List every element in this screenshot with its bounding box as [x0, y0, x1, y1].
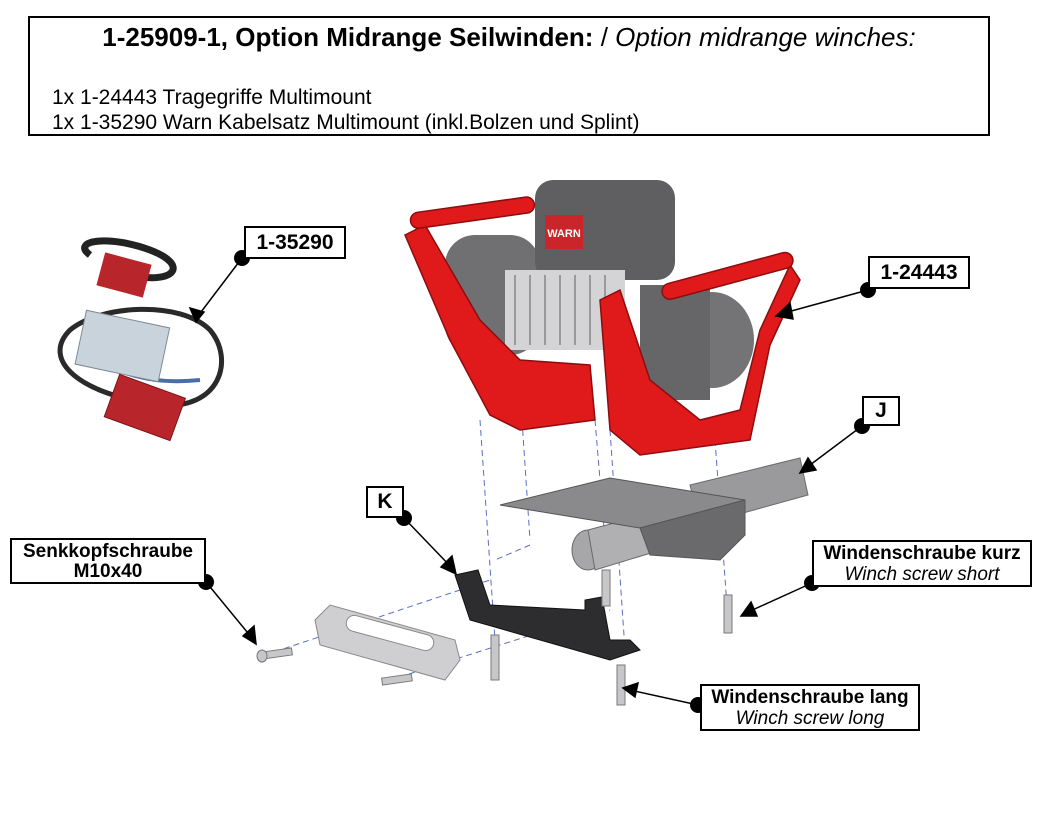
label-winch-screw-short: Windenschraube kurz Winch screw short [812, 540, 1032, 587]
label-short-german: Windenschraube kurz [823, 543, 1021, 564]
label-long-german: Windenschraube lang [711, 687, 909, 708]
bracket-image [454, 569, 641, 661]
fairlead-image [314, 604, 461, 681]
title-english: Option midrange winches: [615, 22, 916, 52]
label-short-english: Winch screw short [844, 564, 1000, 585]
label-winch-screw-long: Windenschraube lang Winch screw long [700, 684, 920, 731]
label-countersunk-line1: Senkkopfschraube [23, 541, 193, 562]
brand-logo: WARN [547, 228, 581, 240]
screws-image [256, 569, 733, 706]
title-separator: / [593, 22, 616, 52]
label-countersunk-screw: Senkkopfschraube M10x40 [10, 538, 206, 584]
carrying-handles-image [404, 196, 801, 456]
label-cable-kit: 1-35290 [244, 226, 346, 259]
label-carrying-handles: 1-24443 [868, 256, 970, 289]
header-line-handles: 1x 1-24443 Tragegriffe Multimount [52, 86, 372, 109]
header-box: 1-25909-1, Option Midrange Seilwinden: /… [28, 16, 990, 136]
leader-lines [188, 257, 869, 706]
label-tube-j: J [862, 396, 900, 426]
label-long-english: Winch screw long [735, 708, 885, 729]
header-title: 1-25909-1, Option Midrange Seilwinden: /… [30, 22, 988, 53]
label-countersunk-line2: M10x40 [73, 561, 143, 582]
mounting-plate-image [499, 477, 746, 561]
title-german: 1-25909-1, Option Midrange Seilwinden: [102, 22, 594, 52]
label-bracket-k: K [366, 486, 404, 518]
header-line-cable: 1x 1-35290 Warn Kabelsatz Multimount (in… [52, 111, 640, 134]
cable-kit-image [57, 237, 225, 442]
